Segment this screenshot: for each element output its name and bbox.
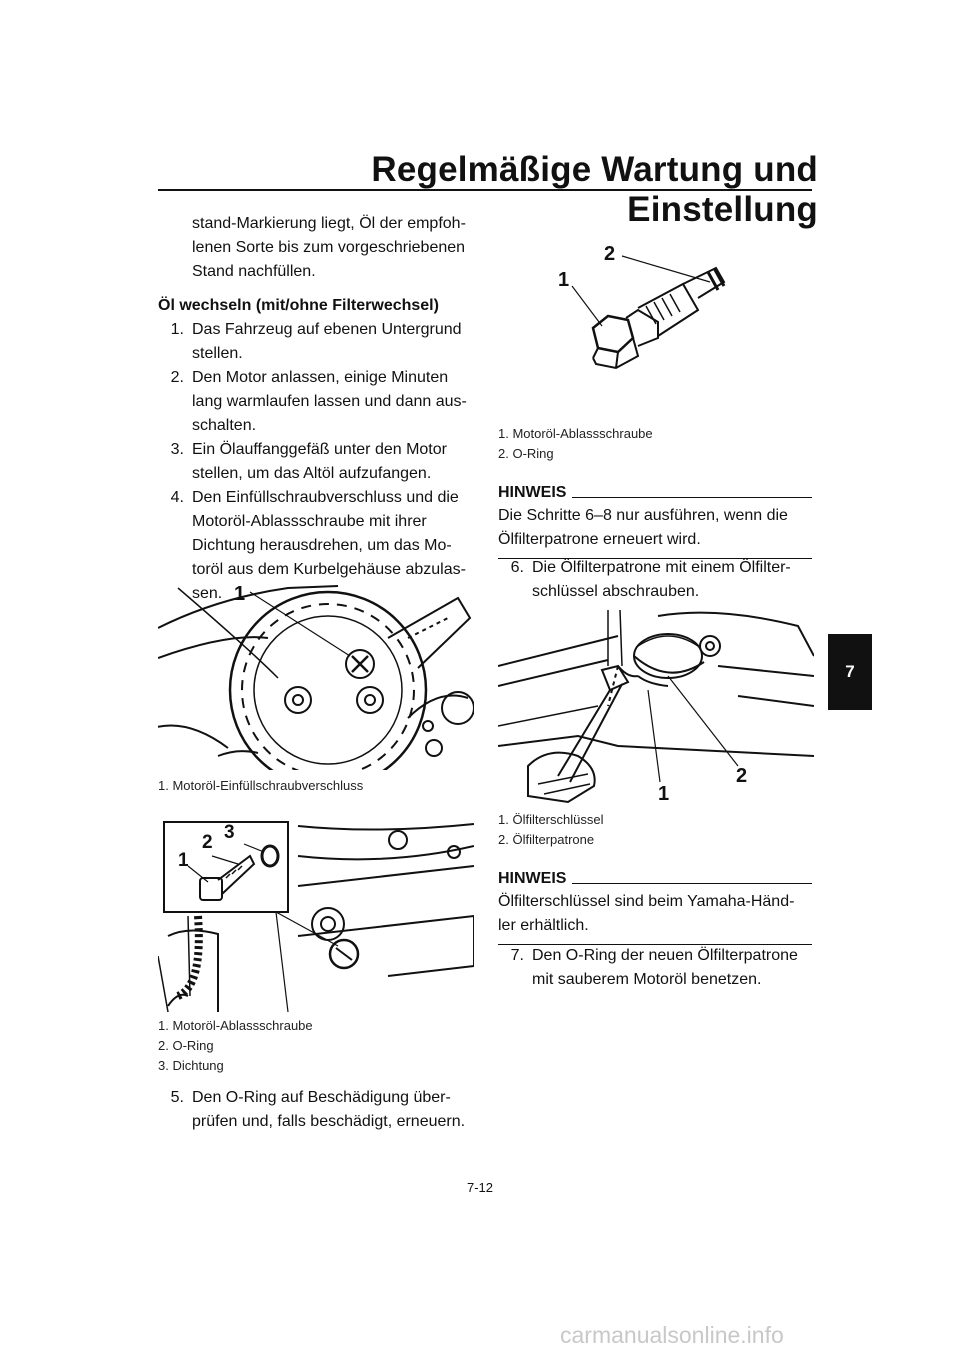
caption-line: 1. Motoröl-Ablassschraube bbox=[158, 1018, 313, 1033]
note-heading: HINWEIS bbox=[498, 870, 567, 887]
title-divider bbox=[158, 189, 812, 191]
note-text: Ölfilterschlüssel sind beim Yamaha-Händ-… bbox=[498, 890, 812, 938]
section-heading: Öl wechseln (mit/ohne Filterwechsel) bbox=[158, 297, 439, 314]
intro-paragraph: stand-Markierung liegt, Öl der empfoh- l… bbox=[192, 212, 472, 284]
step-2: 2. Den Motor anlassen, einige Minuten lan… bbox=[164, 366, 474, 438]
step-6: 6. Die Ölfilterpatrone mit einem Ölfilte… bbox=[504, 556, 814, 604]
step-line: Ein Ölauffanggefäß unter den Motor bbox=[192, 441, 447, 458]
note-box-2: HINWEIS Ölfilterschlüssel sind beim Yama… bbox=[498, 870, 812, 945]
caption-line: 1. Motoröl-Ablassschraube bbox=[498, 426, 653, 441]
step-line: lang warmlaufen lassen und dann aus- bbox=[192, 393, 467, 410]
step-1: 1. Das Fahrzeug auf ebenen Untergrund ste… bbox=[164, 318, 474, 366]
step-number: 3. bbox=[170, 441, 184, 458]
step-line: schlüssel abschrauben. bbox=[532, 583, 700, 600]
note-bottom-rule bbox=[498, 558, 812, 559]
callout-label-3: 3 bbox=[224, 822, 235, 843]
caption-line: 2. O-Ring bbox=[498, 446, 554, 461]
step-number: 2. bbox=[170, 369, 184, 386]
step-line: Dichtung herausdrehen, um das Mo- bbox=[192, 537, 452, 554]
note-heading: HINWEIS bbox=[498, 484, 567, 501]
step-line: mit sauberem Motoröl benetzen. bbox=[532, 971, 762, 988]
note-box-1: HINWEIS Die Schritte 6–8 nur ausführen, … bbox=[498, 484, 812, 559]
step-line: stellen, um das Altöl aufzufangen. bbox=[192, 465, 432, 482]
figure3-captions: 1. Motoröl-Ablassschraube 2. O-Ring bbox=[498, 424, 653, 464]
step-3: 3. Ein Ölauffanggefäß unter den Motor ste… bbox=[164, 438, 474, 486]
step-line: schalten. bbox=[192, 417, 257, 434]
note-bottom-rule bbox=[498, 944, 812, 945]
intro-line: Stand nachfüllen. bbox=[192, 263, 316, 280]
caption-line: 1. Ölfilterschlüssel bbox=[498, 812, 604, 827]
callout-label-1: 1 bbox=[178, 850, 189, 871]
callout-label-2: 2 bbox=[604, 243, 615, 265]
callout-label-2: 2 bbox=[736, 765, 747, 787]
note-line: ler erhältlich. bbox=[498, 917, 589, 934]
step-number: 1. bbox=[170, 321, 184, 338]
page-title: Regelmäßige Wartung und Einstellung bbox=[371, 150, 818, 229]
step-number: 6. bbox=[510, 559, 524, 576]
step-line: Motoröl-Ablassschraube mit ihrer bbox=[192, 513, 427, 530]
step-7: 7. Den O-Ring der neuen Ölfilterpatrone m… bbox=[504, 944, 814, 992]
step-line: Den Einfüllschraubverschluss und die bbox=[192, 489, 459, 506]
note-line: Die Schritte 6–8 nur ausführen, wenn die bbox=[498, 507, 788, 524]
step-line: Das Fahrzeug auf ebenen Untergrund bbox=[192, 321, 462, 338]
note-line: Ölfilterschlüssel sind beim Yamaha-Händ- bbox=[498, 893, 795, 910]
figure1-caption: 1. Motoröl-Einfüllschraubverschluss bbox=[158, 778, 364, 793]
callout-label-1: 1 bbox=[234, 583, 245, 605]
step-line: prüfen und, falls beschädigt, erneuern. bbox=[192, 1113, 466, 1130]
step-line: Den Motor anlassen, einige Minuten bbox=[192, 369, 449, 386]
note-heading-rule bbox=[572, 882, 812, 884]
step-number: 7. bbox=[510, 947, 524, 964]
note-heading-rule bbox=[572, 496, 812, 498]
intro-line: stand-Markierung liegt, Öl der empfoh- bbox=[192, 215, 466, 232]
step-line: stellen. bbox=[192, 345, 243, 362]
step-number: 5. bbox=[170, 1089, 184, 1106]
chapter-tab[interactable]: 7 bbox=[828, 634, 872, 710]
figure2-captions: 1. Motoröl-Ablassschraube 2. O-Ring 3. D… bbox=[158, 1016, 313, 1076]
caption-line: 2. O-Ring bbox=[158, 1038, 214, 1053]
note-text: Die Schritte 6–8 nur ausführen, wenn die… bbox=[498, 504, 812, 552]
caption-line: 2. Ölfilterpatrone bbox=[498, 832, 595, 847]
step-5: 5. Den O-Ring auf Beschädigung über-prüf… bbox=[164, 1086, 474, 1134]
page-number: 7-12 bbox=[466, 1180, 494, 1195]
step-number: 4. bbox=[170, 489, 184, 506]
step-line: toröl aus dem Kurbelgehäuse abzulas- bbox=[192, 561, 466, 578]
figure-drain-bolt-closeup: 1 2 bbox=[558, 243, 726, 370]
figure-oil-filler-cap: 1 bbox=[158, 583, 474, 770]
watermark: carmanualsonline.info bbox=[560, 1322, 784, 1348]
step-line: sen. bbox=[192, 585, 223, 602]
figure-oil-filter-wrench: 1 2 bbox=[498, 609, 814, 805]
note-line: Ölfilterpatrone erneuert wird. bbox=[498, 531, 701, 548]
step-line: Den O-Ring der neuen Ölfilterpatrone bbox=[532, 947, 798, 964]
callout-label-1: 1 bbox=[558, 269, 569, 291]
intro-line: lenen Sorte bis zum vorgeschriebenen bbox=[192, 239, 466, 256]
step-line: Die Ölfilterpatrone mit einem Ölfilter- bbox=[532, 559, 791, 576]
callout-label-1: 1 bbox=[658, 783, 669, 805]
step-line: Den O-Ring auf Beschädigung über- bbox=[192, 1089, 451, 1106]
caption-line: 3. Dichtung bbox=[158, 1058, 224, 1073]
steps-list-1-4: 1. Das Fahrzeug auf ebenen Untergrund ste… bbox=[164, 318, 474, 606]
figure-drain-bolt: 1 2 3 bbox=[158, 821, 474, 1012]
figure4-captions: 1. Ölfilterschlüssel 2. Ölfilterpatrone bbox=[498, 810, 603, 850]
callout-label-2: 2 bbox=[202, 832, 213, 853]
